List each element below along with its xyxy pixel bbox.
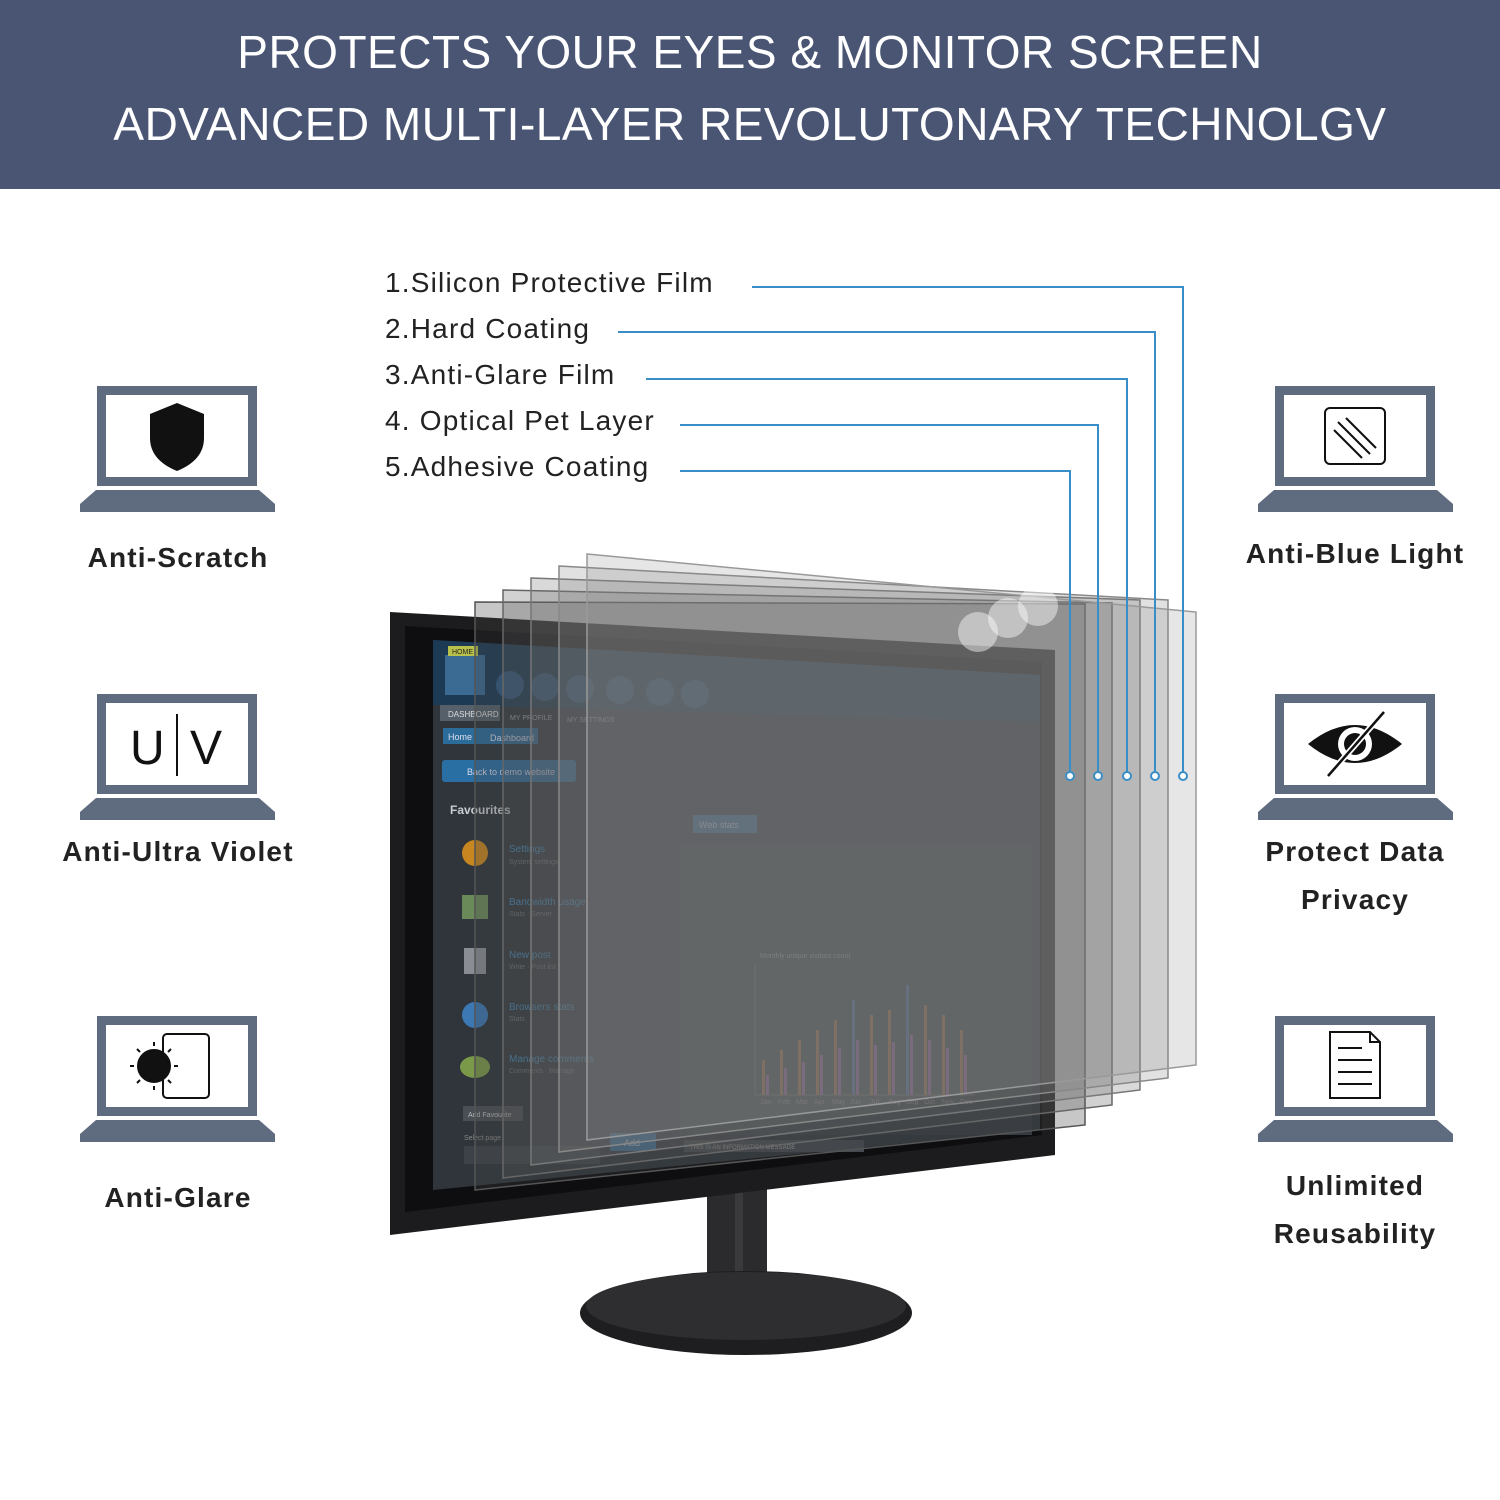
laptop-reusability-icon: [1258, 1016, 1453, 1144]
laptop-privacy-icon: [1258, 694, 1453, 822]
document-icon: [1329, 1031, 1381, 1099]
screen-info-message: THIS IS AN INFORMATION MESSAGE: [690, 1145, 795, 1151]
laptop-blue-light-icon: [1258, 386, 1453, 514]
feature-label-anti-blue-light: Anti-Blue Light: [1245, 538, 1465, 569]
layer-label-adhesive: 5.Adhesive Coating: [385, 451, 650, 482]
sun-icon: [130, 1042, 178, 1090]
screen-crumb-dashboard: Dashboard: [490, 733, 534, 743]
layer-label-hard-coating: 2.Hard Coating: [385, 313, 591, 344]
uv-letter-u: U: [130, 722, 165, 775]
filter-glass-icon: [1324, 407, 1386, 465]
screen-chart-title: Monthly unique visitors count: [760, 953, 850, 960]
layer-label-optical-pet: 4. Optical Pet Layer: [385, 405, 655, 436]
feature-label-anti-glare: Anti-Glare: [104, 1182, 252, 1213]
screen-chart-bars: [762, 985, 967, 1095]
svg-text:Oct: Oct: [924, 1099, 935, 1106]
shield-icon: [150, 403, 204, 471]
laptop-uv-icon: U V: [80, 694, 275, 822]
feature-label-anti-uv: Anti-Ultra Violet: [62, 836, 294, 867]
screen-add-favourite: Add Favourite: [468, 1112, 512, 1119]
screen-fav-item-sub: Comments · Manage: [509, 1068, 574, 1075]
screen-fav-item-title: Bandwidth usage: [509, 897, 586, 908]
leader-lines: [618, 286, 1184, 772]
leader-dots: [1065, 771, 1188, 781]
svg-text:May: May: [832, 1099, 846, 1106]
layer-label-silicon: 1.Silicon Protective Film: [385, 267, 714, 298]
svg-text:Jun: Jun: [850, 1099, 861, 1106]
svg-text:Mar: Mar: [796, 1099, 809, 1106]
feature-label-privacy-line2: Privacy: [1300, 884, 1410, 915]
svg-text:Nov: Nov: [942, 1099, 955, 1106]
banner-subheadline: ADVANCED MULTI-LAYER REVOLUTONARY TECHNO…: [113, 98, 1387, 150]
feature-label-reusability-line2: Reusability: [1273, 1218, 1437, 1249]
feature-label-reusability: Unlimited Reusability: [1205, 1162, 1500, 1258]
uv-letter-v: V: [190, 722, 222, 775]
screen-fav-item-sub: System settings: [509, 859, 559, 866]
screen-fav-item-sub: Write · Post list: [509, 964, 556, 971]
svg-text:Jan: Jan: [760, 1099, 771, 1106]
eye-slash-icon: [1308, 710, 1402, 778]
feature-label-reusability-line1: Unlimited: [1285, 1170, 1425, 1201]
screen-tab-home: HOME: [452, 649, 473, 656]
screen-fav-item-title: Manage comments: [509, 1054, 594, 1065]
monitor-screen: HOME DASHBOARD MY PROFILE MY SETTINGS Ho…: [433, 640, 1040, 1190]
screen-crumb-home: Home: [448, 732, 472, 742]
screen-fav-item-title: Settings: [509, 844, 545, 855]
layer-label-anti-glare: 3.Anti-Glare Film: [385, 359, 616, 390]
screen-tab-settings: MY SETTINGS: [567, 717, 615, 724]
screen-favourites-title: Favourites: [450, 803, 511, 817]
feature-label-privacy: Protect Data Privacy: [1205, 828, 1500, 924]
banner-headline: PROTECTS YOUR EYES & MONITOR SCREEN: [237, 26, 1263, 78]
filter-layers: [474, 553, 1197, 1191]
screen-fav-item-title: Browsers stats: [509, 1002, 575, 1013]
screen-web-stats: Web stats: [699, 820, 739, 830]
screen-fav-item-title: New post: [509, 950, 551, 961]
laptop-shield-icon: [80, 386, 275, 514]
svg-text:Feb: Feb: [778, 1099, 790, 1106]
screen-select-page: Select page: [464, 1135, 501, 1142]
screen-tab-dashboard: DASHBOARD: [448, 710, 499, 719]
svg-text:Jul: Jul: [870, 1099, 879, 1106]
top-banner: PROTECTS YOUR EYES & MONITOR SCREEN ADVA…: [0, 0, 1500, 189]
monitor-stand: [580, 1185, 912, 1355]
screen-back-button: Back to demo website: [467, 767, 555, 777]
laptop-glare-icon: [80, 1016, 275, 1144]
screen-fav-item-sub: Stats: [509, 1016, 525, 1023]
feature-label-anti-scratch: Anti-Scratch: [87, 542, 269, 573]
svg-text:Apr: Apr: [814, 1099, 826, 1106]
svg-text:Sep: Sep: [906, 1099, 919, 1106]
feature-label-privacy-line1: Protect Data: [1265, 836, 1445, 867]
uv-icon: U V: [130, 714, 222, 776]
